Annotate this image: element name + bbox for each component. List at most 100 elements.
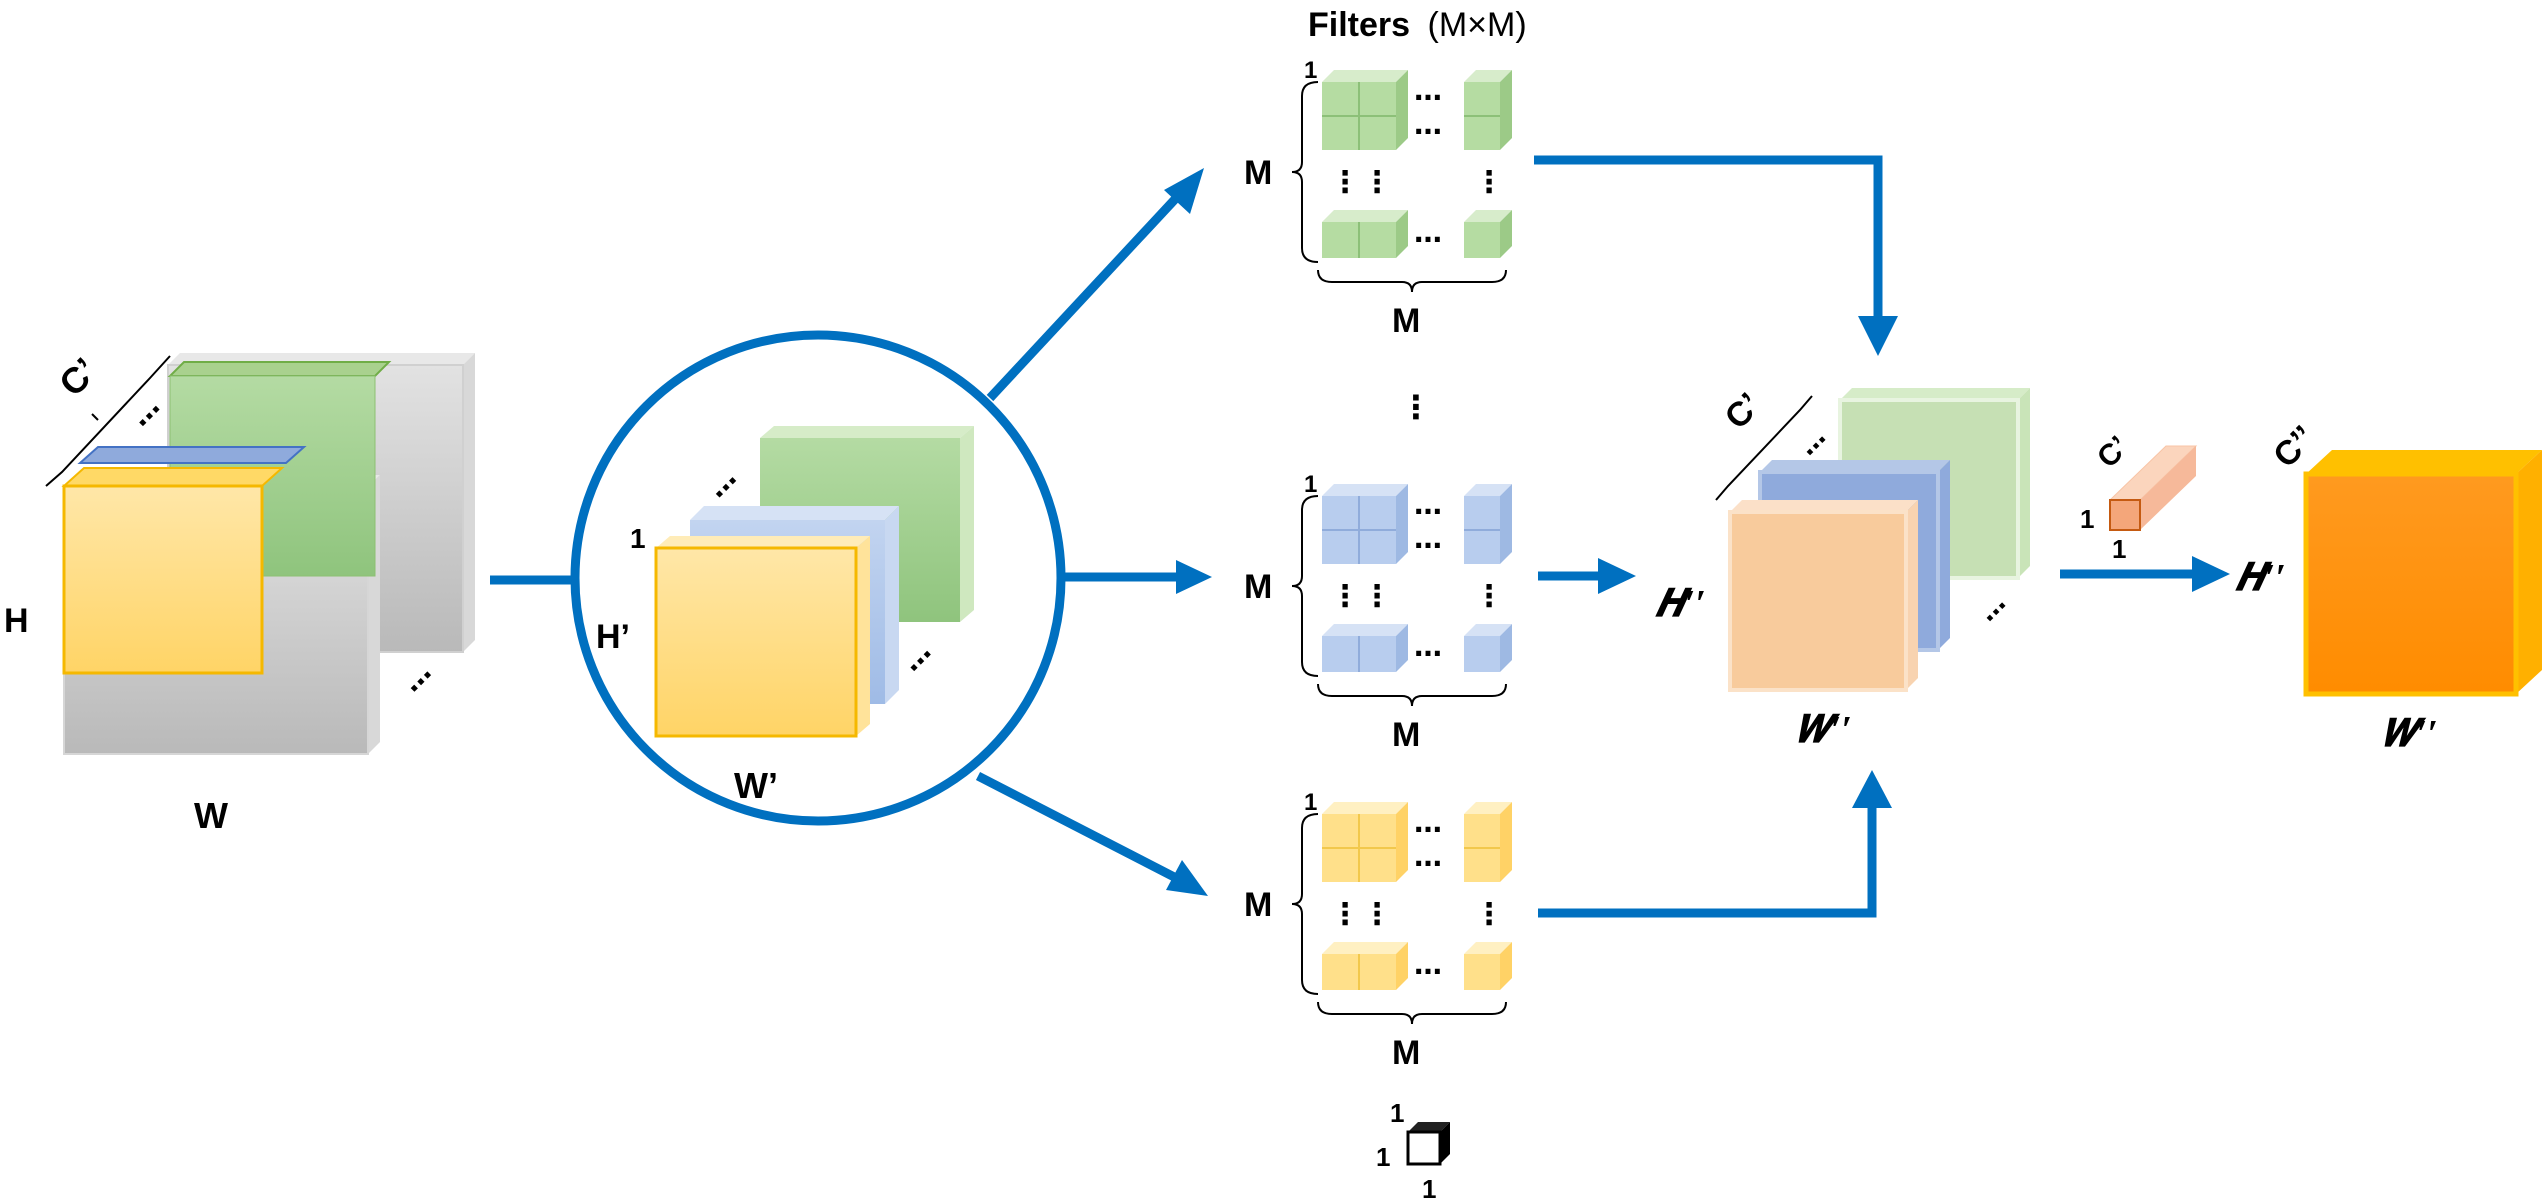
filter-yellow-block-bottom-right-top: [1464, 942, 1512, 954]
filter-green-block-top-left: [1322, 70, 1408, 150]
zoom-height-label: H’: [596, 618, 630, 656]
zoom-depth-one-label: 1: [630, 523, 646, 554]
filter-blue-block-bottom-left-side: [1396, 624, 1408, 672]
filter-green-block-bottom-right: [1464, 210, 1512, 258]
filter-blue-block-bottom-right-face: [1464, 636, 1500, 672]
pointwise-channels-label: C’: [2091, 430, 2136, 475]
filter-yellow-block-top-right-side: [1500, 802, 1512, 882]
filter-blue-rows-label: M: [1244, 568, 1272, 606]
filter-blue-block-top-left: [1322, 484, 1408, 564]
filter-yellow-block-top-left: [1322, 802, 1408, 882]
filter-green-ellipsis-v2: ⋮: [1362, 165, 1392, 200]
filter-blue-block-bottom-right-top: [1464, 624, 1512, 636]
pointwise-left-label: 1: [2080, 504, 2094, 534]
filter-blue-ellipsis-v1: ⋮: [1330, 579, 1360, 614]
filter-blue-cols-label: M: [1392, 716, 1420, 754]
intermediate-channels-label: C’: [1718, 386, 1769, 437]
zoom-width-label: W’: [734, 765, 778, 806]
filter-yellow-block-top-left-top: [1322, 802, 1408, 814]
filter-green-block-top-left-top: [1322, 70, 1408, 82]
filter-groups: ………⋮⋮⋮1MM………⋮⋮⋮1MM………⋮⋮⋮1MM: [1244, 57, 1512, 1072]
filter-blue-block-bottom-left-top: [1322, 624, 1408, 636]
filter-blue-block-bottom-right: [1464, 624, 1512, 672]
pointwise-bottom-label: 1: [2112, 534, 2126, 564]
filter-green-cols-brace: [1317, 269, 1507, 293]
arrows-filters-to-intermediate: [1534, 155, 1898, 918]
filter-yellow-block-bottom-left-top: [1322, 942, 1408, 954]
intermediate-channel-ellipsis: …: [1792, 422, 1832, 462]
filter-green-ellipsis-h1: …: [1414, 74, 1442, 107]
filter-yellow-ellipsis-v1: ⋮: [1330, 897, 1360, 932]
output-height-label: 𝑯′′: [2235, 557, 2286, 599]
filter-blue-rows-brace: [1291, 495, 1319, 677]
filter-blue-ellipsis-v3: ⋮: [1474, 579, 1504, 614]
intermediate-height-label: 𝑯′′: [1655, 583, 1706, 625]
filter-yellow-index-one: 1: [1304, 789, 1317, 816]
filter-green-ellipsis-h2: …: [1414, 108, 1442, 141]
arrows-zoom-to-filters: [975, 168, 1212, 896]
filter-green-block-top-right: [1464, 70, 1512, 150]
filter-blue-index-one: 1: [1304, 471, 1317, 498]
filter-green-block-top-left-side: [1396, 70, 1408, 150]
filter-green-block-bottom-left: [1322, 210, 1408, 258]
intermediate-width-label: 𝑾′′: [1796, 709, 1852, 751]
filter-blue-block-top-left-side: [1396, 484, 1408, 564]
filter-yellow-rows-brace: [1291, 813, 1319, 995]
filter-yellow-rows-label: M: [1244, 886, 1272, 924]
unit-cube-top-label: 1: [1390, 1098, 1404, 1128]
unit-cube-bottom-label: 1: [1422, 1174, 1436, 1199]
filter-green-block-bottom-left-side: [1396, 210, 1408, 258]
unit-cube-icon: [1406, 1122, 1450, 1166]
filter-yellow-cols-label: M: [1392, 1034, 1420, 1072]
unit-cube-left-label: 1: [1376, 1142, 1390, 1172]
filter-yellow-ellipsis-h2: …: [1414, 840, 1442, 873]
filter-green-block-bottom-left-top: [1322, 210, 1408, 222]
filter-yellow-ellipsis-h3: …: [1414, 948, 1442, 981]
input-feature-map: [45, 353, 475, 755]
arrow-intermediate-to-output: [2060, 556, 2230, 592]
input-height-label: H: [4, 602, 29, 640]
filter-blue-ellipsis-h2: …: [1414, 522, 1442, 555]
filter-green-cols-label: M: [1392, 302, 1420, 340]
filter-green-rows-label: M: [1244, 154, 1272, 192]
filter-yellow-ellipsis-h1: …: [1414, 806, 1442, 839]
filter-blue-block-top-left-top: [1322, 484, 1408, 496]
input-depth-ellipsis: …: [394, 655, 437, 698]
input-channel-ellipsis: …: [123, 390, 166, 433]
filter-blue-block-top-right-side: [1500, 484, 1512, 564]
zoom-circle: [570, 330, 1066, 826]
filter-group-yellow: ………⋮⋮⋮1MM: [1244, 789, 1512, 1072]
filter-yellow-block-bottom-right-face: [1464, 954, 1500, 990]
between-groups-ellipsis: ⋮: [1400, 388, 1432, 426]
intermediate-feature-map: [1715, 388, 2030, 692]
filter-green-block-bottom-right-top: [1464, 210, 1512, 222]
filter-yellow-block-top-left-side: [1396, 802, 1408, 882]
filter-green-block-top-right-side: [1500, 70, 1512, 150]
filter-yellow-block-top-right-top: [1464, 802, 1512, 814]
filter-yellow-block-bottom-right: [1464, 942, 1512, 990]
filter-yellow-block-bottom-left-side: [1396, 942, 1408, 990]
filter-blue-cols-brace: [1317, 683, 1507, 707]
filter-blue-ellipsis-v2: ⋮: [1362, 579, 1392, 614]
filter-green-block-bottom-right-side: [1500, 210, 1512, 258]
filter-yellow-ellipsis-v3: ⋮: [1474, 897, 1504, 932]
filter-yellow-cols-brace: [1317, 1001, 1507, 1025]
filter-green-rows-brace: [1291, 81, 1319, 263]
filter-green-block-bottom-right-face: [1464, 222, 1500, 258]
filter-group-green: ………⋮⋮⋮1MM: [1244, 57, 1512, 340]
filter-blue-block-top-right: [1464, 484, 1512, 564]
filter-blue-block-bottom-left: [1322, 624, 1408, 672]
filter-yellow-block-bottom-right-side: [1500, 942, 1512, 990]
filter-blue-block-bottom-right-side: [1500, 624, 1512, 672]
filter-green-ellipsis-h3: …: [1414, 216, 1442, 249]
filter-green-block-top-right-top: [1464, 70, 1512, 82]
filter-blue-ellipsis-h3: …: [1414, 630, 1442, 663]
filters-title: Filters (M×M): [1308, 6, 1527, 44]
filter-green-ellipsis-v1: ⋮: [1330, 165, 1360, 200]
filter-blue-block-top-right-top: [1464, 484, 1512, 496]
pointwise-filter: [2108, 445, 2198, 531]
output-width-label: 𝑾′′: [2382, 713, 2438, 755]
filter-blue-ellipsis-h1: …: [1414, 488, 1442, 521]
filter-yellow-block-bottom-left: [1322, 942, 1408, 990]
